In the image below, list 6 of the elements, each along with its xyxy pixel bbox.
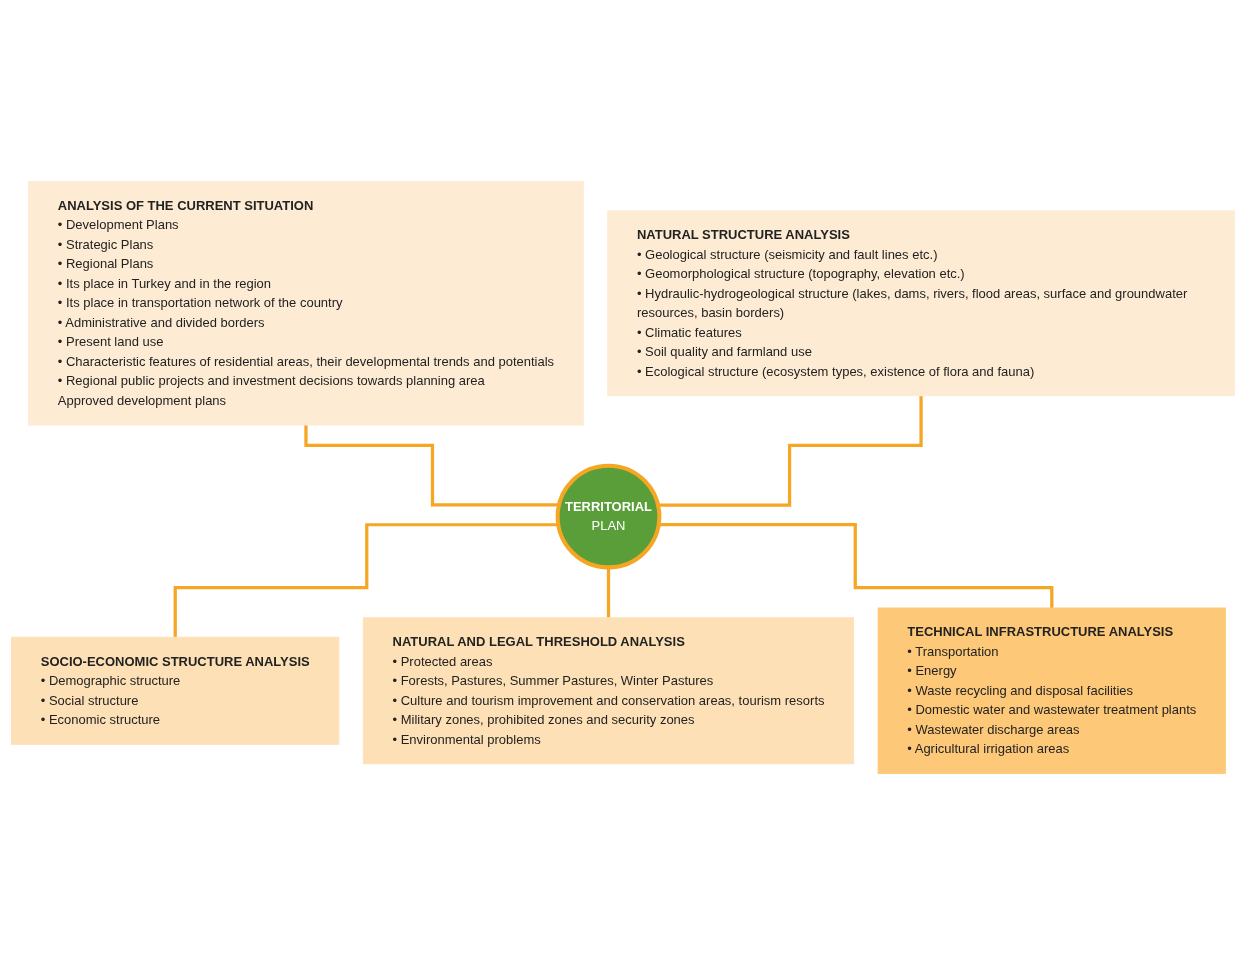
node-box: NATURAL STRUCTURE ANALYSIS • Geological structure (seismicity and fault lines etc.) • Geomorphological structure (topography, elevation etc.) • Hydraulic-hydrogeological structure (lakes, dams, rivers, flood areas, surface and groundwater resources, basin borders) • Climatic features • Soil quality and farmland use • Ecological structure (ecosystem types, existence of flora and fauna) bbox=[607, 210, 1235, 397]
node-box: SOCIO-ECONOMIC STRUCTURE ANALYSIS • Demographic structure • Social structure • Economic structure bbox=[11, 637, 340, 746]
node-box: TECHNICAL INFRASTRUCTURE ANALYSIS • Transportation • Energy • Waste recycling and disposal facilities • Domestic water and wastewater treatment plants • Wastewater discharge areas • Agricultural irrigation areas bbox=[877, 608, 1226, 775]
node-box: NATURAL AND LEGAL THRESHOLD ANALYSIS • Protected areas • Forests, Pastures, Summer Pastures, Winter Pastures • Culture and tourism improvement and conservation areas, tourism resorts • Military zones, prohibited zones and security zones • Environmental problems bbox=[362, 617, 855, 765]
node-box: ANALYSIS OF THE CURRENT SITUATION • Development Plans • Strategic Plans • Regional Plans • Its place in Turkey and in the region • Its place in transportation network of the country • Administrative and divided borders • Present land use • Characteristic features of residential areas, their developmental trends and potentials • Regional public projects and investment decisions towards planning area Approved development plans bbox=[28, 181, 584, 426]
node-circle: TERRITORIAL PLAN bbox=[555, 464, 662, 570]
